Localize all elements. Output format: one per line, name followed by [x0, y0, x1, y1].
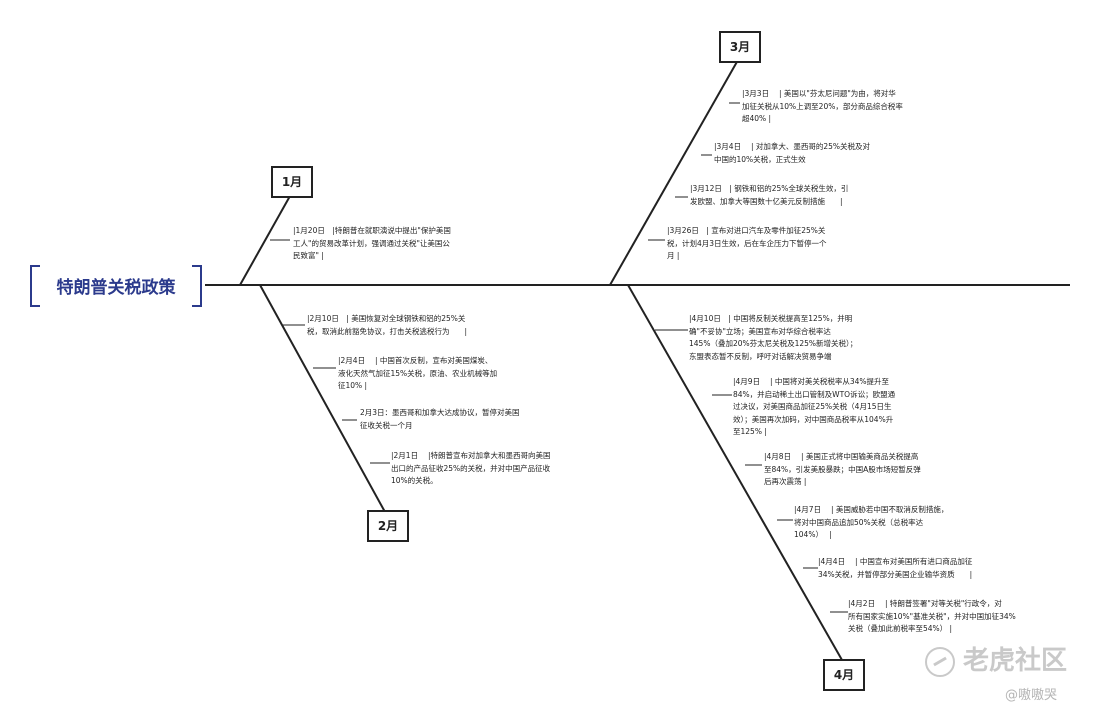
- note-mar-12: |3月12日 | 钢铁和铝的25%全球关税生效，引 发欧盟、加拿大等国数十亿美元…: [690, 184, 849, 206]
- month-box-apr: 4月: [823, 659, 865, 691]
- note-feb-1: |2月1日 |特朗普宣布对加拿大和墨西哥向美国 出口的产品征收25%的关税，并对…: [391, 451, 551, 485]
- month-box-jan: 1月: [271, 166, 313, 198]
- month-box-feb: 2月: [367, 510, 409, 542]
- feb-bone: [259, 284, 386, 513]
- note-apr-4: |4月4日 | 中国宣布对美国所有进口商品加征 34%关税，并暂停部分美国企业输…: [818, 557, 973, 579]
- note-feb-10: |2月10日 | 美国恢复对全球钢铁和铝的25%关 税，取消此前豁免协议，打击关…: [307, 314, 468, 336]
- mar-bone: [609, 59, 739, 286]
- jan-bone: [239, 195, 291, 286]
- note-apr-2: |4月2日 | 特朗普签署"对等关税"行政令，对 所有国家实施10%"基准关税"…: [848, 599, 1016, 633]
- note-mar-4: |3月4日 | 对加拿大、墨西哥的25%关税及对 中国的10%关税，正式生效: [714, 142, 871, 164]
- note-feb-3: 2月3日：墨西哥和加拿大达成协议，暂停对美国 征收关税一个月: [360, 408, 520, 430]
- author-handle: @嗷嗷哭: [1005, 688, 1058, 703]
- note-apr-7: |4月7日 | 美国威胁若中国不取消反制措施， 将对中国商品追加50%关税（总税…: [794, 505, 949, 539]
- title-text: 特朗普关税政策: [56, 278, 176, 298]
- bracket-right: [192, 265, 202, 307]
- note-mar-3: |3月3日 | 美国以"芬太尼问题"为由，将对华 加征关税从10%上调至20%，…: [742, 89, 903, 123]
- apr-bone: [627, 284, 843, 661]
- note-apr-10: |4月10日 | 中国将反制关税提高至125%，并明 确"不妥协"立场；美国宣布…: [689, 314, 858, 361]
- tiger-logo-icon: [925, 646, 955, 677]
- note-apr-9: |4月9日 | 中国将对美关税税率从34%提升至 84%，并启动稀土出口管制及W…: [733, 377, 896, 436]
- note-jan-20: |1月20日 |特朗普在就职演说中提出"保护美国 工人"的贸易改革计划，强调通过…: [293, 226, 451, 260]
- bracket-left: [30, 265, 40, 307]
- diagram-title: 特朗普关税政策: [30, 265, 202, 307]
- note-feb-4: |2月4日 | 中国首次反制，宣布对美国煤炭、 液化天然气加征15%关税，原油、…: [338, 356, 498, 390]
- note-apr-8: |4月8日 | 美国正式将中国输美商品关税提高 至84%，引发美股暴跌；中国A股…: [764, 452, 921, 486]
- watermark: 老虎社区: [925, 640, 1067, 677]
- month-box-mar: 3月: [719, 31, 761, 63]
- note-mar-26: |3月26日 | 宣布对进口汽车及零件加征25%关 税，计划4月3日生效，后在车…: [667, 226, 827, 260]
- watermark-text: 老虎社区: [963, 646, 1068, 676]
